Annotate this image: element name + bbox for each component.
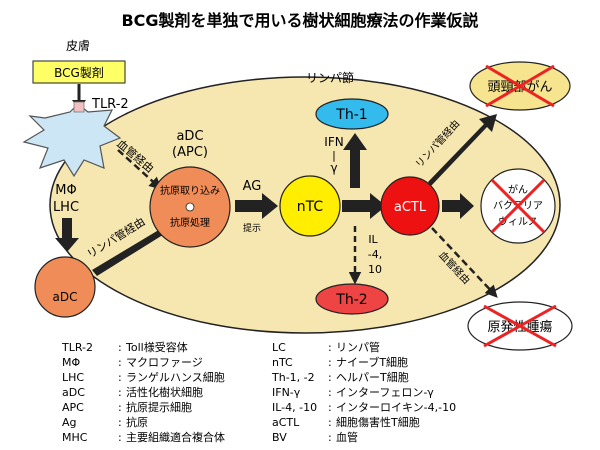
diagram-title: BCG製剤を単独で用いる樹状細胞療法の作業仮説 [121,11,478,30]
ag-label: AG [243,179,262,194]
tlr2-label: TLR-2 [91,97,129,112]
legend-desc: リンパ管 [336,340,380,354]
legend-sep: : [328,356,332,369]
ntc-label: nTC [297,199,324,215]
legend-sep: : [328,386,332,399]
legend-desc: Toll様受容体 [125,340,188,354]
legend-sep: : [118,341,122,354]
actl-to-primary-tumor-arrow [431,227,498,298]
pathogen-virus-label: ウィルス [498,216,538,228]
legend-sep: : [118,416,122,429]
legend-abbr: APC [62,401,84,414]
legend-desc: 抗原提示細胞 [126,400,192,414]
legend-abbr: aCTL [272,416,300,429]
legend-desc: ランゲルハンス細胞 [126,371,225,384]
mphi-label: MΦ [55,183,76,198]
lhc-to-adc-arrow [55,218,79,252]
th2-cell [315,283,389,315]
actl-to-pathogen-arrow [442,193,474,219]
legend-sep: : [328,431,332,444]
legend-left: TLR-2 : Toll様受容体 MΦ : マクロファージ LHC : ランゲル… [61,340,225,444]
il-label: IL [368,233,378,246]
ntc-cell [279,175,341,237]
bcg-box-label: BCG製剤 [54,65,104,80]
actl-to-head-neck-arrow [428,114,497,186]
langerhans-cell-icon [22,103,122,178]
legend-desc: ヘルパーT細胞 [336,371,409,384]
pathogen-cross-line2 [490,178,546,234]
th2-label: Th-2 [335,292,367,308]
legend-abbr: MHC [62,431,88,444]
actl-cell [380,176,440,236]
to-th1-arrow [343,133,367,188]
legend-right: LC : リンパ管 nTC : ナイーブT細胞 Th-1, -2 : ヘルパーT… [271,340,456,444]
il-10: 10 [368,263,382,276]
antigen-processing-label: 抗原処理 [170,216,210,229]
legend-abbr: aDC [62,386,85,399]
legend-abbr: Th-1, -2 [271,371,315,384]
lymph-node-label: リンパ節 [306,70,354,85]
adc-to-ntc-arrow [235,193,278,219]
legend-sep: : [328,416,332,429]
legend-abbr: MΦ [62,356,80,369]
lhc-label: LHC [53,200,79,215]
th1-cell [315,98,389,130]
blood-vessel-route-line [117,149,162,190]
th1-label: Th-1 [335,107,367,123]
ifn-gamma: γ [330,161,337,175]
lymph-vessel-route-arrow [92,220,178,276]
antigen-dot-icon [185,202,195,212]
legend-abbr: BV [272,431,287,444]
legend-desc: インターフェロン-γ [336,386,434,399]
legend-sep: : [118,431,122,444]
head-neck-cross-line2 [485,64,555,108]
legend-sep: : [118,371,122,384]
ifn-label: IFN [324,135,343,149]
legend-sep: : [118,401,122,414]
tlr2-receptor-icon [73,101,85,113]
legend-abbr: LHC [62,371,84,384]
legend-desc: 血管 [336,430,358,444]
legend-desc: マクロファージ [126,356,203,369]
primary-tumor-cross-line2 [483,304,557,348]
bcg-box [32,60,126,84]
legend-abbr: IFN-γ [272,386,301,399]
il-4: -4, [368,248,382,261]
legend-sep: : [328,341,332,354]
legend-abbr: nTC [272,356,293,369]
actl-label: aCTL [394,200,427,215]
legend-abbr: LC [272,341,286,354]
legend-desc: 主要組織適合複合体 [126,430,225,444]
adc-main-label: aDC [176,129,203,144]
adc-left-label: aDC [53,290,78,304]
legend-desc: 活性化樹状細胞 [126,385,203,399]
legend-abbr: TLR-2 [61,341,93,354]
apc-label: (APC) [172,145,208,160]
legend-abbr: Ag [62,416,77,429]
legend-sep: : [118,356,122,369]
legend-abbr: IL-4, -10 [272,401,317,414]
presentation-label: 提示 [243,223,261,234]
legend-desc: ナイーブT細胞 [336,355,408,369]
pathogen-cancer-label: がん [508,183,528,196]
antigen-uptake-label: 抗原取り込み [160,184,220,197]
ifn-dash: | [332,149,336,162]
legend-sep: : [328,401,332,414]
legend-desc: 細胞傷害性T細胞 [336,415,420,429]
ntc-to-actl-arrow [342,193,386,219]
adc-left-cell [34,256,96,318]
legend-sep: : [118,386,122,399]
legend-sep: : [328,371,332,384]
legend-desc: 抗原 [126,415,148,429]
legend-desc: インターロイキン-4,-10 [336,401,456,414]
skin-label: 皮膚 [66,38,90,53]
